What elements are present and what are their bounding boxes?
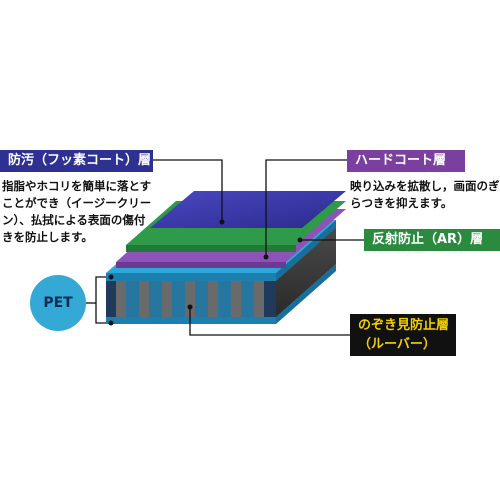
hardcoat-desc-line: 映り込みを拡散し，画面のぎ — [350, 179, 500, 193]
antifouling-description: 指脂やホコリを簡単に落とす ことができ（イージークリー ン）、払拭による表面の傷… — [2, 178, 151, 246]
pet-leader — [95, 276, 106, 324]
pet-bottom-front — [106, 317, 276, 324]
antifouling-layer — [150, 191, 346, 228]
hardcoat-front — [116, 262, 286, 268]
antifouling-desc-line: きを防止します。 — [2, 230, 93, 244]
hardcoat-label: ハードコート層 — [347, 150, 465, 172]
louver-label-line2: （ルーバー） — [358, 337, 436, 352]
louver-slats — [116, 281, 264, 317]
antireflection-front — [126, 245, 296, 252]
pet-top-side — [276, 220, 336, 281]
hardcoat-leader — [265, 159, 347, 257]
antifouling-desc-line: ン）、払拭による表面の傷付 — [2, 213, 146, 227]
antifouling-label: 防汚（フッ素コート）層 — [0, 150, 153, 172]
louver-side — [276, 227, 336, 317]
pet-bottom-side — [276, 264, 336, 324]
antifouling-desc-line: 指脂やホコリを簡単に落とす — [2, 179, 152, 193]
pet-badge-text: PET — [43, 295, 73, 311]
pet-badge: PET — [30, 275, 86, 331]
hardcoat-description: 映り込みを拡散し，画面のぎ らつきを抑えます。 — [350, 178, 500, 212]
antireflection-label: 反射防止（AR）層 — [364, 229, 500, 251]
antifouling-leader — [153, 159, 223, 222]
louver-label: のぞき見防止層 （ルーバー） — [350, 314, 456, 356]
louver-label-line1: のぞき見防止層 — [358, 318, 450, 333]
louver-slat-gaps — [126, 281, 254, 317]
louver-leader — [189, 307, 350, 336]
pet-top-front — [106, 273, 276, 281]
leader-lines — [86, 159, 364, 336]
antifouling-desc-line: ことができ（イージークリー — [2, 196, 152, 210]
hardcoat-desc-line: らつきを抑えます。 — [350, 196, 453, 210]
